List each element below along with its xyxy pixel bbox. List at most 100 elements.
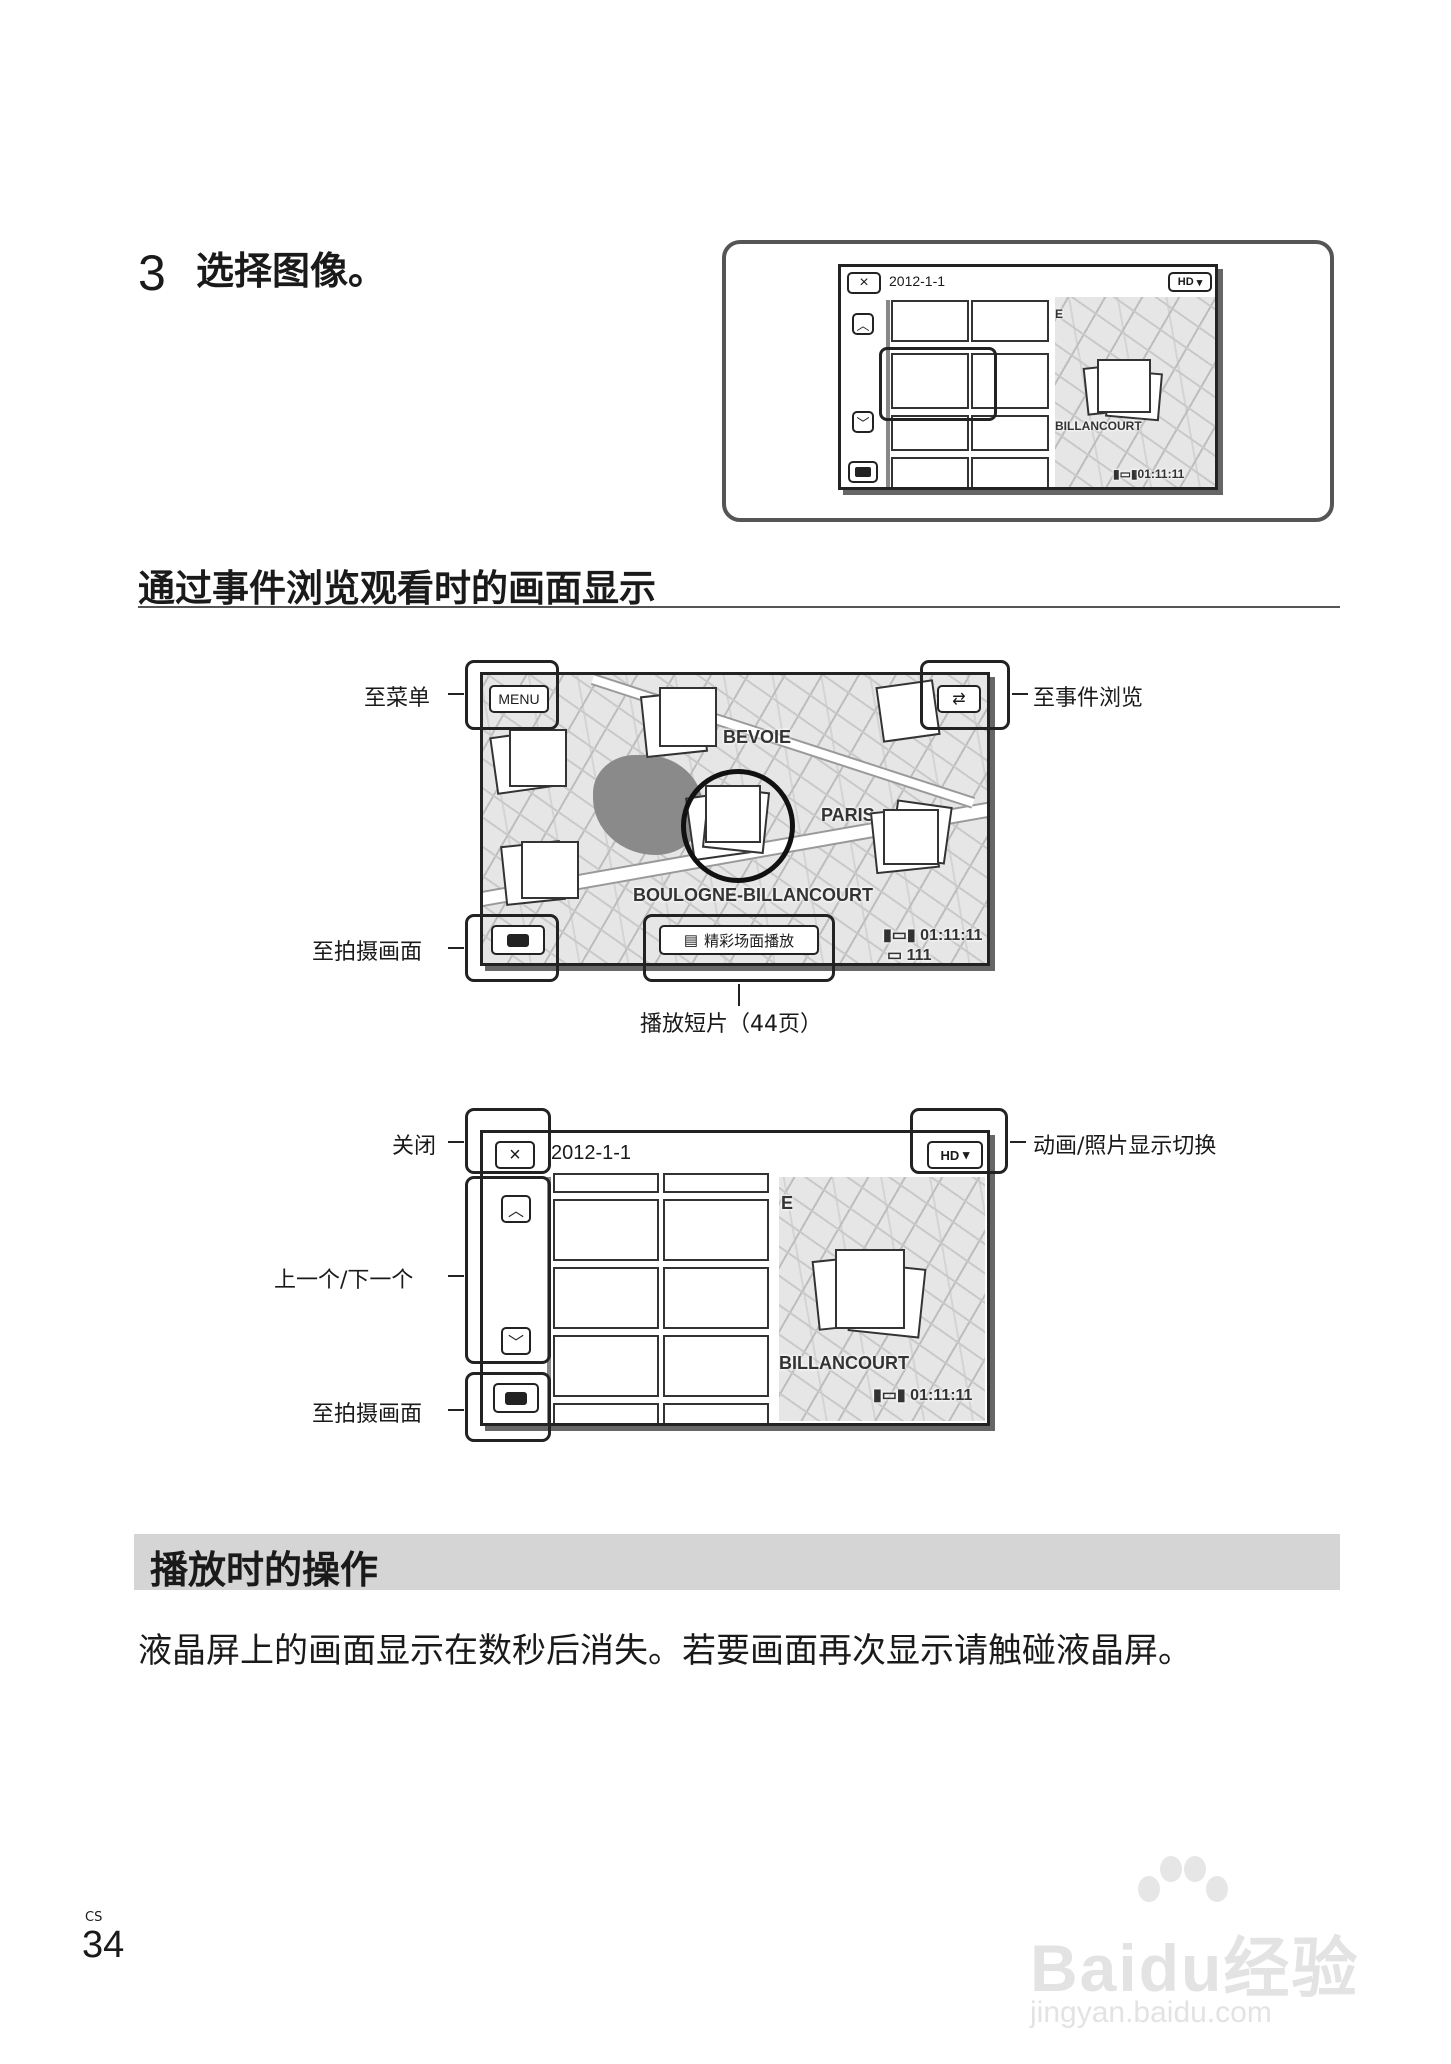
up-arrow-button[interactable]: ︿ bbox=[852, 313, 874, 335]
menu-button[interactable]: MENU bbox=[489, 685, 549, 713]
step-number: 3 bbox=[138, 245, 166, 301]
callout-line bbox=[448, 1275, 464, 1277]
event-photo-stack[interactable] bbox=[509, 729, 567, 787]
section-bar bbox=[134, 1534, 1340, 1590]
to-shoot-highlight bbox=[465, 914, 559, 982]
close-button[interactable]: × bbox=[847, 272, 881, 294]
thumbnail-cell[interactable] bbox=[553, 1173, 659, 1193]
thumbnail-cell[interactable] bbox=[663, 1267, 769, 1329]
watermark-url: jingyan.baidu.com bbox=[1030, 1996, 1272, 2029]
highlight-film-icon: ▤ bbox=[683, 932, 699, 949]
callout-line bbox=[448, 693, 464, 695]
camera-mode-button[interactable] bbox=[848, 461, 878, 483]
thumbnail-cell[interactable] bbox=[971, 415, 1049, 451]
film-icon: ▮▭▮ bbox=[883, 927, 921, 944]
hd-label: HD bbox=[1177, 276, 1194, 288]
callout-play-short: 播放短片（44页） bbox=[640, 1012, 822, 1037]
lcd-small: × 2012-1-1 HD ▾ ︿ ﹀ E BILLANCOURT ▮▭▮01:… bbox=[838, 264, 1218, 490]
thumbnail-cell[interactable] bbox=[663, 1199, 769, 1261]
thumbnail-cell[interactable] bbox=[663, 1335, 769, 1397]
map-label-billancourt: BILLANCOURT bbox=[1055, 419, 1142, 433]
chevron-down-icon: ﹀ bbox=[507, 1335, 524, 1352]
film-icon: ▮▭▮ bbox=[1113, 467, 1138, 481]
map-label-e: E bbox=[1055, 307, 1064, 321]
scroll-divider bbox=[886, 300, 890, 487]
thumbnail-cell[interactable] bbox=[891, 415, 969, 451]
event-photo-stack[interactable] bbox=[659, 687, 717, 747]
map-label-paris: PARIS bbox=[821, 805, 875, 825]
camera-mode-button[interactable] bbox=[493, 1383, 539, 1413]
duration-label: ▮▭▮ 01:11:11 bbox=[883, 927, 983, 944]
thumbnail-cell[interactable] bbox=[553, 1403, 659, 1423]
hd-switch-button[interactable]: HD ▾ bbox=[927, 1141, 983, 1169]
highlight-playback-highlight bbox=[643, 914, 835, 982]
callout-event-view: 至事件浏览 bbox=[1033, 686, 1144, 711]
lcd-event-view: BEVOIE PARIS BOULOGNE-BILLANCOURT MENU ⇄… bbox=[480, 672, 990, 966]
watermark-brand: Baidu经验 bbox=[1030, 1931, 1360, 2005]
duration-label: ▮▭▮ 01:11:11 bbox=[873, 1387, 973, 1404]
photo-stack bbox=[835, 1249, 905, 1329]
section-rule bbox=[138, 606, 1340, 608]
camera-mode-button[interactable] bbox=[491, 925, 545, 955]
thumbnail-cell[interactable] bbox=[971, 457, 1049, 487]
thumbnail-cell[interactable] bbox=[553, 1267, 659, 1329]
chevron-up-icon: ︿ bbox=[507, 1203, 524, 1220]
event-view-highlight bbox=[920, 660, 1010, 730]
map-label-billancourt: BILLANCOURT bbox=[779, 1353, 909, 1373]
thumbnail-cell[interactable] bbox=[891, 457, 969, 487]
selected-thumbnail-highlight bbox=[879, 347, 997, 421]
film-icon: ▮▭▮ bbox=[873, 1387, 911, 1404]
switch-arrows-icon: ⇄ bbox=[952, 691, 966, 708]
thumbnail-cell[interactable] bbox=[553, 1199, 659, 1261]
callout-line bbox=[448, 947, 464, 949]
event-photo-stack[interactable] bbox=[883, 809, 939, 865]
date-label: 2012-1-1 bbox=[551, 1142, 632, 1164]
photo-count-label: ▭ 111 bbox=[887, 947, 932, 964]
down-arrow-button[interactable]: ﹀ bbox=[852, 411, 874, 433]
chevron-up-icon: ︿ bbox=[856, 317, 870, 333]
down-arrow-button[interactable]: ﹀ bbox=[501, 1327, 531, 1355]
close-highlight bbox=[465, 1108, 551, 1174]
date-label: 2012-1-1 bbox=[889, 273, 946, 289]
callout-to-shoot: 至拍摄画面 bbox=[312, 1402, 423, 1427]
thumbnail-cell[interactable] bbox=[553, 1335, 659, 1397]
thumbnail-cell[interactable] bbox=[891, 300, 969, 342]
thumbnail-cell[interactable] bbox=[971, 300, 1049, 342]
up-arrow-button[interactable]: ︿ bbox=[501, 1195, 531, 1223]
event-photo-stack[interactable] bbox=[521, 841, 579, 899]
callout-line bbox=[1010, 1141, 1026, 1143]
hd-switch-button[interactable]: HD ▾ bbox=[1168, 272, 1212, 292]
photo-icon: ▭ bbox=[887, 947, 907, 964]
preview-map: E BILLANCOURT ▮▭▮ 01:11:11 bbox=[779, 1177, 985, 1421]
callout-line bbox=[448, 1141, 464, 1143]
callout-line bbox=[448, 1409, 464, 1411]
body-text: 液晶屏上的画面显示在数秒后消失。若要画面再次显示请触碰液晶屏。 bbox=[138, 1631, 1192, 1671]
hd-switch-highlight bbox=[910, 1108, 1008, 1174]
map-label-bevoie: BEVOIE bbox=[723, 727, 792, 747]
menu-highlight bbox=[465, 660, 559, 730]
page-language: CS bbox=[85, 1910, 103, 1925]
event-view-switch-button[interactable]: ⇄ bbox=[937, 685, 981, 713]
close-button[interactable]: × bbox=[495, 1141, 535, 1169]
duration-label: ▮▭▮01:11:11 bbox=[1113, 467, 1185, 481]
callout-line bbox=[1012, 693, 1028, 695]
callout-close: 关闭 bbox=[392, 1134, 437, 1159]
section-title-playback: 播放时的操作 bbox=[150, 1548, 379, 1592]
preview-map: E BILLANCOURT ▮▭▮01:11:11 bbox=[1055, 297, 1215, 487]
to-shoot-highlight bbox=[465, 1372, 551, 1442]
step-text: 选择图像。 bbox=[196, 249, 387, 293]
illustration-frame bbox=[722, 240, 1334, 522]
hd-label: HD bbox=[940, 1147, 960, 1163]
thumbnail-cell[interactable] bbox=[891, 353, 969, 409]
prev-next-highlight bbox=[465, 1176, 551, 1364]
camera-icon bbox=[505, 1391, 527, 1405]
camera-icon bbox=[507, 933, 529, 947]
map-label-e: E bbox=[781, 1193, 794, 1213]
thumbnail-cell[interactable] bbox=[663, 1403, 769, 1423]
chevron-down-icon: ﹀ bbox=[856, 415, 870, 431]
highlight-playback-button[interactable]: ▤精彩场面播放 bbox=[659, 925, 819, 955]
photo-stack bbox=[1097, 359, 1151, 413]
thumbnail-cell[interactable] bbox=[663, 1173, 769, 1193]
thumbnail-cell[interactable] bbox=[971, 353, 1049, 409]
callout-to-shoot: 至拍摄画面 bbox=[312, 940, 423, 965]
